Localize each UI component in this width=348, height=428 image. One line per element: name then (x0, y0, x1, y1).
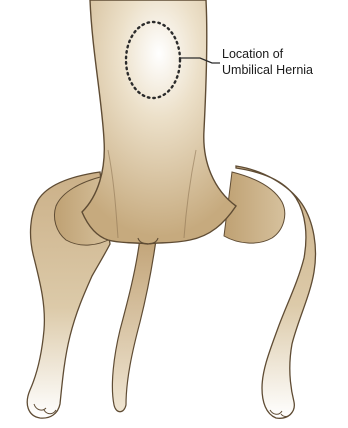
tail (112, 238, 156, 412)
torso (82, 0, 236, 244)
annotation-label-line-1: Location of (222, 47, 283, 62)
annotation-label-line-2: Umbilical Hernia (222, 63, 313, 78)
